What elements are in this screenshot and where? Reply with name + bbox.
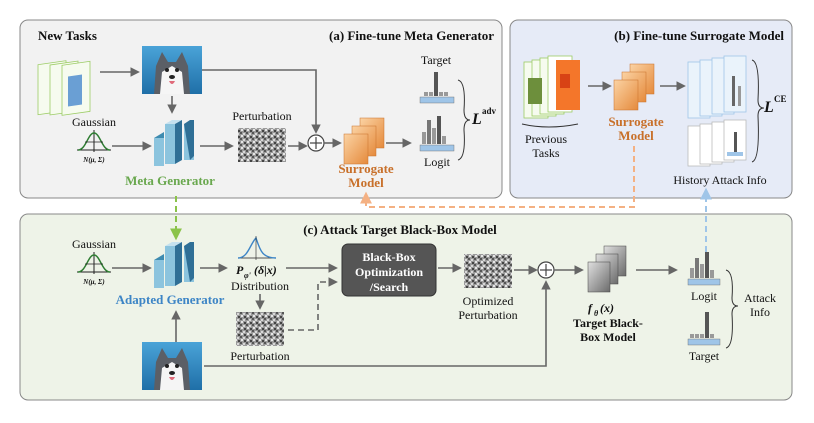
- loss-ce-sup: CE: [774, 94, 787, 104]
- panel-b-title: (b) Fine-tune Surrogate Model: [614, 28, 784, 43]
- f-theta-sub: θ: [594, 309, 599, 318]
- surrogate-b-icon: [613, 63, 655, 111]
- logit-c-bars: [687, 252, 721, 286]
- target-c-label: Target: [689, 349, 720, 363]
- target-black-box-icon: [587, 245, 627, 293]
- distribution-label: Distribution: [231, 279, 289, 293]
- target-c-bars: [687, 312, 721, 346]
- optimized-label-1: Optimized: [463, 294, 514, 308]
- dist-formula: P: [236, 263, 244, 277]
- new-tasks-label: New Tasks: [38, 28, 97, 43]
- gaussian-c-label: Gaussian: [72, 237, 116, 251]
- arrow-surrogate-b-to-a: [360, 146, 635, 208]
- panel-a-title: (a) Fine-tune Meta Generator: [329, 28, 494, 43]
- surrogate-a-label-2: Model: [348, 175, 384, 190]
- panel-a-box: [19, 19, 503, 199]
- previous-tasks-label-1: Previous: [525, 132, 567, 146]
- arrow-image-to-add-a: [202, 69, 321, 134]
- black-box-optimization-box: [341, 243, 437, 297]
- normal-c-label: N(μ, Σ): [82, 278, 104, 286]
- panel-c-title: (c) Attack Target Black-Box Model: [303, 222, 497, 237]
- dist-arg: (δ|x): [254, 263, 277, 277]
- optimized-perturbation-noise: [464, 254, 512, 288]
- surrogate-b-label-2: Model: [618, 128, 654, 143]
- dist-sub: φ': [244, 271, 252, 280]
- bbopt-label-2: Optimization: [355, 265, 423, 279]
- surrogate-a-icon: [343, 117, 385, 165]
- add-operator-c: [537, 261, 555, 279]
- loss-adv: L: [471, 111, 482, 128]
- meta-generator-label: Meta Generator: [125, 173, 215, 188]
- perturbation-c-noise: [236, 312, 284, 346]
- target-bb-label-1: Target Black-: [573, 316, 643, 330]
- previous-tasks-label-2: Tasks: [532, 146, 559, 160]
- gaussian-a-label: Gaussian: [72, 115, 116, 129]
- brace-b: [521, 123, 579, 128]
- new-tasks-stack: [37, 60, 91, 116]
- adapted-generator-label: Adapted Generator: [116, 292, 225, 307]
- perturbation-a-noise: [238, 128, 286, 162]
- logit-a-label: Logit: [424, 155, 451, 169]
- target-a-bars: [419, 72, 455, 104]
- optimized-label-2: Perturbation: [458, 308, 517, 322]
- loss-ce: L: [763, 99, 774, 116]
- brace-c: [725, 269, 739, 349]
- input-image-a: [142, 46, 202, 94]
- normal-a-label: N(μ, Σ): [82, 156, 104, 164]
- attack-info-label-1: Attack: [744, 291, 776, 305]
- previous-tasks-stack: [523, 55, 580, 119]
- loss-adv-sup: adv: [482, 106, 497, 116]
- target-bb-label-2: Box Model: [580, 330, 636, 344]
- surrogate-a-label-1: Surrogate: [338, 161, 394, 176]
- perturbation-c-label: Perturbation: [230, 349, 289, 363]
- arrow-perturbation-to-bbopt: [288, 277, 338, 331]
- distribution-icon: [237, 236, 277, 260]
- attack-info-label-2: Info: [750, 305, 770, 319]
- input-image-c: [142, 342, 202, 390]
- target-a-label: Target: [421, 53, 452, 67]
- arrow-image-to-add-c: [204, 280, 551, 367]
- brace-b-right: [751, 59, 765, 163]
- bbopt-label-3: /Search: [369, 280, 409, 294]
- bbopt-label-1: Black-Box: [362, 250, 415, 264]
- surrogate-b-label-1: Surrogate: [608, 114, 664, 129]
- history-attack-stack-top: [687, 55, 747, 119]
- logit-a-bars: [419, 116, 455, 152]
- history-attack-label: History Attack Info: [673, 173, 766, 187]
- panel-c-box: [19, 213, 793, 401]
- brace-a: [457, 79, 471, 161]
- logit-c-label: Logit: [691, 289, 718, 303]
- perturbation-a-label: Perturbation: [232, 109, 291, 123]
- f-theta-arg: (x): [600, 301, 614, 315]
- f-theta: f: [588, 301, 593, 315]
- history-attack-stack-bottom: [687, 119, 747, 167]
- add-operator-a: [307, 134, 325, 152]
